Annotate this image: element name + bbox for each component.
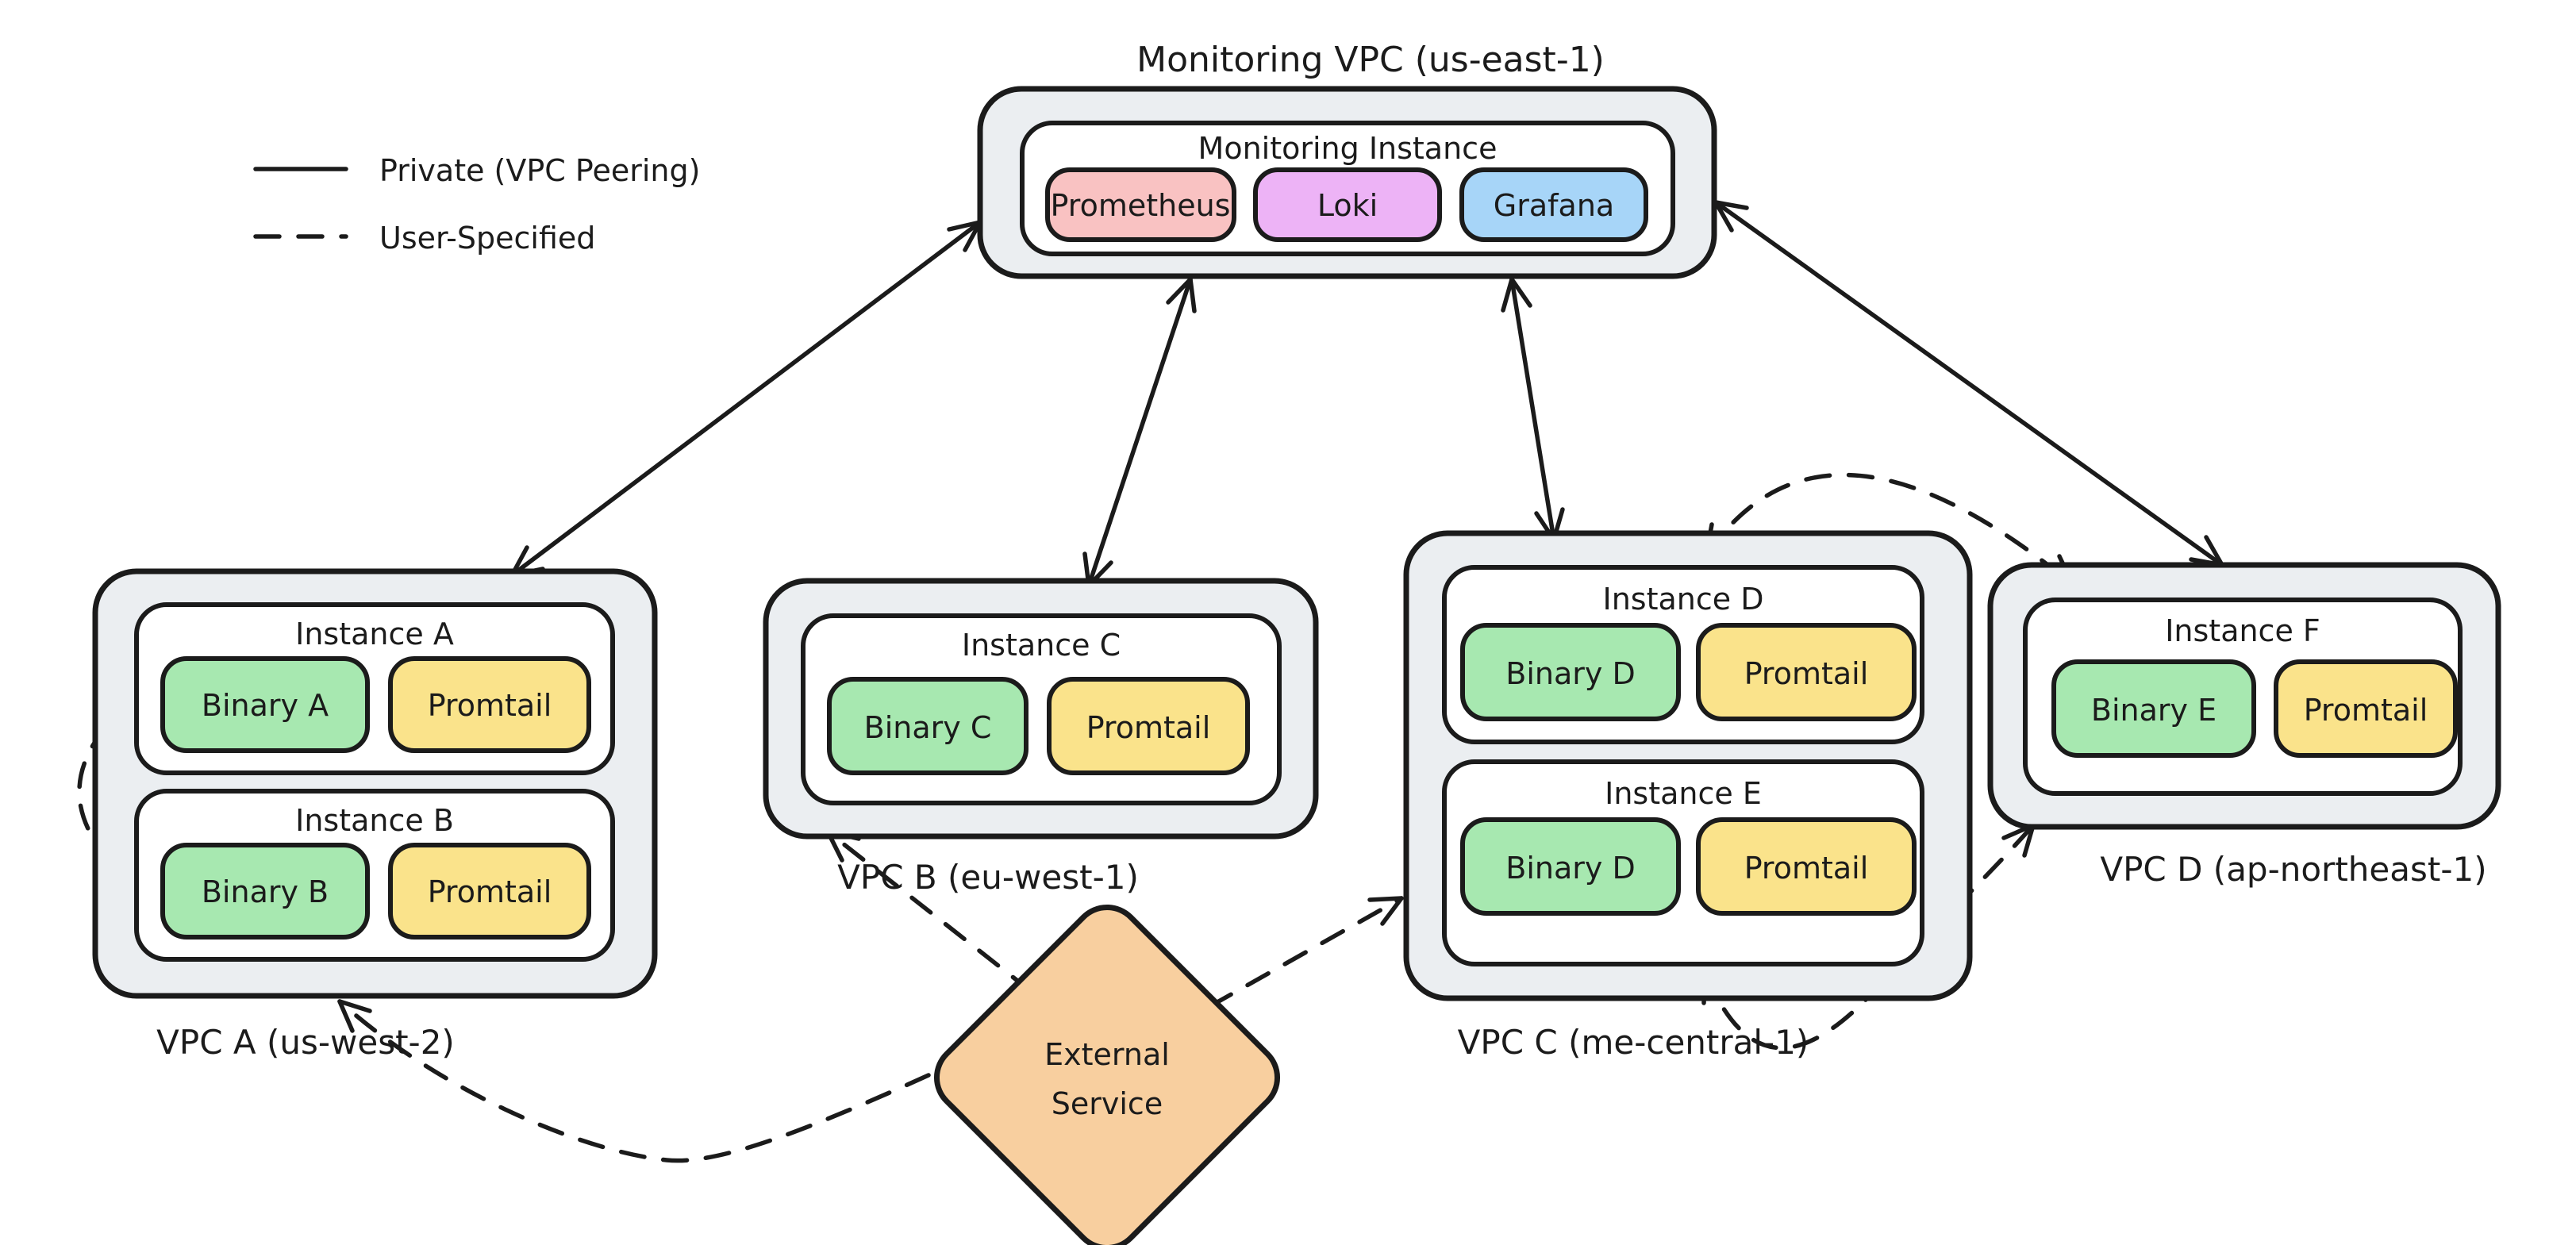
monitoring-vpc-title: Monitoring VPC (us-east-1) xyxy=(1136,40,1605,80)
vpc-d: Instance F Binary E Promtail VPC D (ap-n… xyxy=(1987,562,2501,889)
binary-d2-label: Binary D xyxy=(1505,851,1635,886)
instance-d-title: Instance D xyxy=(1603,582,1764,617)
arrow-external-vpc-c xyxy=(1208,896,1404,1009)
instance-e-title: Instance E xyxy=(1605,776,1762,811)
vpc-a-title: VPC A (us-west-2) xyxy=(156,1023,455,1062)
binary-c-node xyxy=(827,677,1028,775)
promtail-d-node xyxy=(1696,623,1917,721)
promtail-a-node xyxy=(388,656,591,753)
vpc-a: Instance A Binary A Promtail Instance B … xyxy=(92,568,658,1062)
loki-label: Loki xyxy=(1317,188,1378,223)
external-service-label-line2: Service xyxy=(1052,1086,1163,1121)
instance-c-title: Instance C xyxy=(962,628,1121,663)
arrow-monitoring-vpc-b xyxy=(1082,277,1197,588)
promtail-a-label: Promtail xyxy=(428,688,552,723)
vpc-c-title: VPC C (me-central-1) xyxy=(1458,1023,1809,1062)
arrow-monitoring-vpc-a xyxy=(509,220,982,578)
arrow-monitoring-vpc-c xyxy=(1501,277,1565,542)
binary-e-label: Binary E xyxy=(2091,693,2217,728)
external-service-label-line1: External xyxy=(1044,1037,1170,1072)
binary-d-label: Binary D xyxy=(1505,656,1635,691)
binary-e-node xyxy=(2051,659,2256,758)
promtail-c-node xyxy=(1047,677,1250,775)
promtail-e-label: Promtail xyxy=(1744,851,1869,886)
binary-d2-node xyxy=(1460,817,1681,916)
vpc-b-title: VPC B (eu-west-1) xyxy=(837,858,1139,897)
promtail-c-label: Promtail xyxy=(1086,710,1211,745)
prometheus-node xyxy=(1045,167,1236,242)
prometheus-label: Prometheus xyxy=(1051,188,1231,223)
promtail-b-label: Promtail xyxy=(428,874,552,909)
promtail-f-node xyxy=(2274,659,2458,758)
vpc-d-title: VPC D (ap-northeast-1) xyxy=(2100,850,2486,889)
monitoring-instance-title: Monitoring Instance xyxy=(1198,131,1498,166)
vpc-b: Instance C Binary C Promtail VPC B (eu-w… xyxy=(763,578,1319,897)
promtail-e-node xyxy=(1696,817,1917,916)
legend: Private (VPC Peering) User-Specified xyxy=(253,153,700,256)
binary-c-label: Binary C xyxy=(864,710,992,745)
loki-node xyxy=(1253,167,1442,242)
legend-private-label: Private (VPC Peering) xyxy=(379,153,700,188)
instance-a-title: Instance A xyxy=(295,617,454,651)
binary-b-label: Binary B xyxy=(202,874,329,909)
external-service-diamond xyxy=(933,904,1281,1245)
arrow-external-vpc-a xyxy=(337,999,931,1163)
grafana-label: Grafana xyxy=(1494,188,1614,223)
grafana-node xyxy=(1459,167,1648,242)
binary-a-label: Binary A xyxy=(202,688,329,723)
promtail-f-label: Promtail xyxy=(2304,693,2428,728)
external-service: External Service xyxy=(933,904,1281,1245)
arrow-monitoring-vpc-d xyxy=(1713,200,2224,567)
instance-f-title: Instance F xyxy=(2165,613,2320,648)
monitoring-vpc: Monitoring VPC (us-east-1) Monitoring In… xyxy=(977,40,1717,279)
arrow-external-vpc-b xyxy=(825,829,1034,994)
vpc-c: Instance D Binary D Promtail Instance E … xyxy=(1403,530,1973,1062)
binary-d-node xyxy=(1460,623,1681,721)
binary-a-node xyxy=(160,656,370,753)
instance-b-title: Instance B xyxy=(295,803,454,838)
legend-user-specified-label: User-Specified xyxy=(379,221,595,256)
binary-b-node xyxy=(160,843,370,940)
promtail-b-node xyxy=(388,843,591,940)
promtail-d-label: Promtail xyxy=(1744,656,1869,691)
